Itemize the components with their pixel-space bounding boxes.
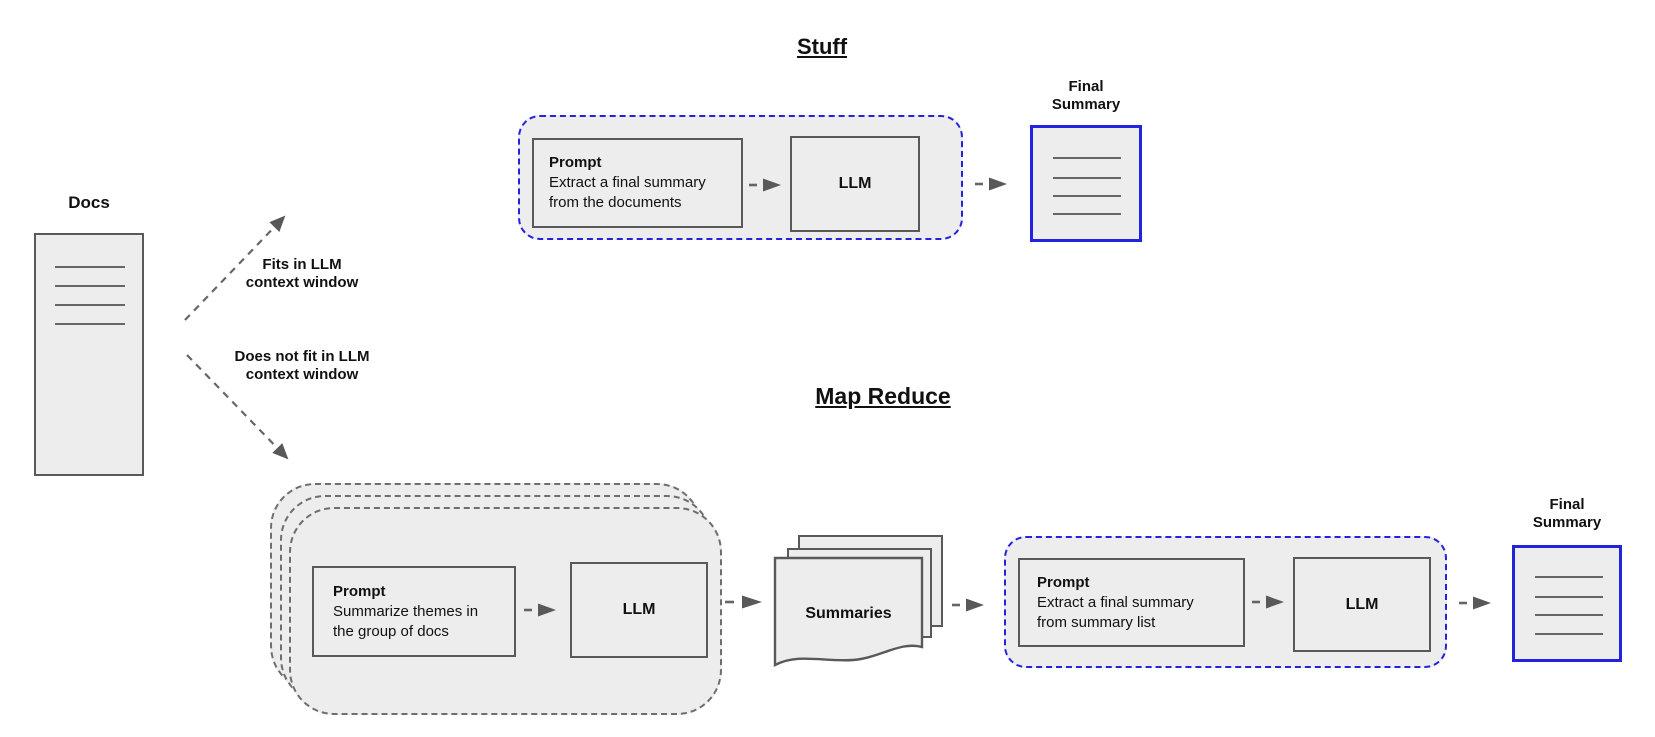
- stuff-final-summary-document-icon: [1030, 125, 1142, 242]
- prompt-text-line: Summarize themes in: [333, 602, 479, 620]
- flow-arrow-icon: [1252, 595, 1284, 609]
- map-llm-box: LLM: [570, 562, 708, 658]
- map-prompt-box: Prompt Summarize themes in the group of …: [312, 566, 516, 657]
- reduce-prompt-box: Prompt Extract a final summary from summ…: [1018, 558, 1245, 647]
- doc-text-line-icon: [1053, 195, 1121, 197]
- doc-text-line-icon: [1053, 157, 1121, 159]
- doc-text-line-icon: [1535, 596, 1603, 598]
- prompt-heading: Prompt: [549, 154, 602, 171]
- doc-text-line-icon: [55, 266, 125, 268]
- prompt-text-line: the group of docs: [333, 622, 449, 640]
- docs-document-icon: [34, 233, 144, 476]
- flow-arrow-icon: [1459, 596, 1491, 610]
- reduce-llm-box: LLM: [1293, 557, 1431, 652]
- fits-dashed-arrow-icon: [184, 215, 286, 321]
- reduce-final-summary-document-icon: [1512, 545, 1622, 662]
- prompt-text-line: Extract a final summary: [1037, 593, 1194, 611]
- doc-text-line-icon: [55, 285, 125, 287]
- stuff-final-summary-label: Final Summary: [1051, 78, 1121, 113]
- docs-label: Docs: [68, 193, 110, 212]
- stuff-title: Stuff: [796, 34, 848, 59]
- doc-text-line-icon: [1535, 614, 1603, 616]
- doc-text-line-icon: [55, 304, 125, 306]
- reduce-final-summary-label: Final Summary: [1532, 496, 1602, 531]
- branch-arrows-icon: [184, 215, 289, 460]
- notfit-dashed-arrow-icon: [186, 354, 289, 460]
- summaries-page-front-icon: [773, 556, 924, 667]
- doc-text-line-icon: [1053, 213, 1121, 215]
- stuff-llm-box: LLM: [790, 136, 920, 232]
- llm-label: LLM: [838, 175, 872, 192]
- summaries-label: Summaries: [805, 605, 892, 622]
- doc-text-line-icon: [1535, 576, 1603, 578]
- prompt-heading: Prompt: [1037, 573, 1090, 591]
- flow-arrow-icon: [975, 177, 1007, 191]
- does-not-fit-label: Does not fit in LLM context window: [234, 348, 370, 383]
- flow-arrow-icon: [749, 178, 781, 192]
- fits-in-context-label: Fits in LLM context window: [245, 256, 359, 291]
- prompt-text-line: from summary list: [1037, 613, 1156, 631]
- prompt-text-line: Extract a final summary: [549, 174, 706, 191]
- flow-arrow-icon: [524, 603, 556, 617]
- stuff-prompt-box: Prompt Extract a final summary from the …: [532, 138, 743, 228]
- flow-arrow-icon: [725, 595, 762, 609]
- prompt-text-line: from the documents: [549, 194, 682, 211]
- doc-text-line-icon: [1053, 177, 1121, 179]
- llm-label: LLM: [1345, 595, 1379, 613]
- prompt-heading: Prompt: [333, 582, 386, 600]
- llm-label: LLM: [622, 601, 656, 618]
- doc-text-line-icon: [1535, 633, 1603, 635]
- map-reduce-title: Map Reduce: [815, 383, 951, 409]
- doc-text-line-icon: [55, 323, 125, 325]
- flow-arrow-icon: [952, 598, 984, 612]
